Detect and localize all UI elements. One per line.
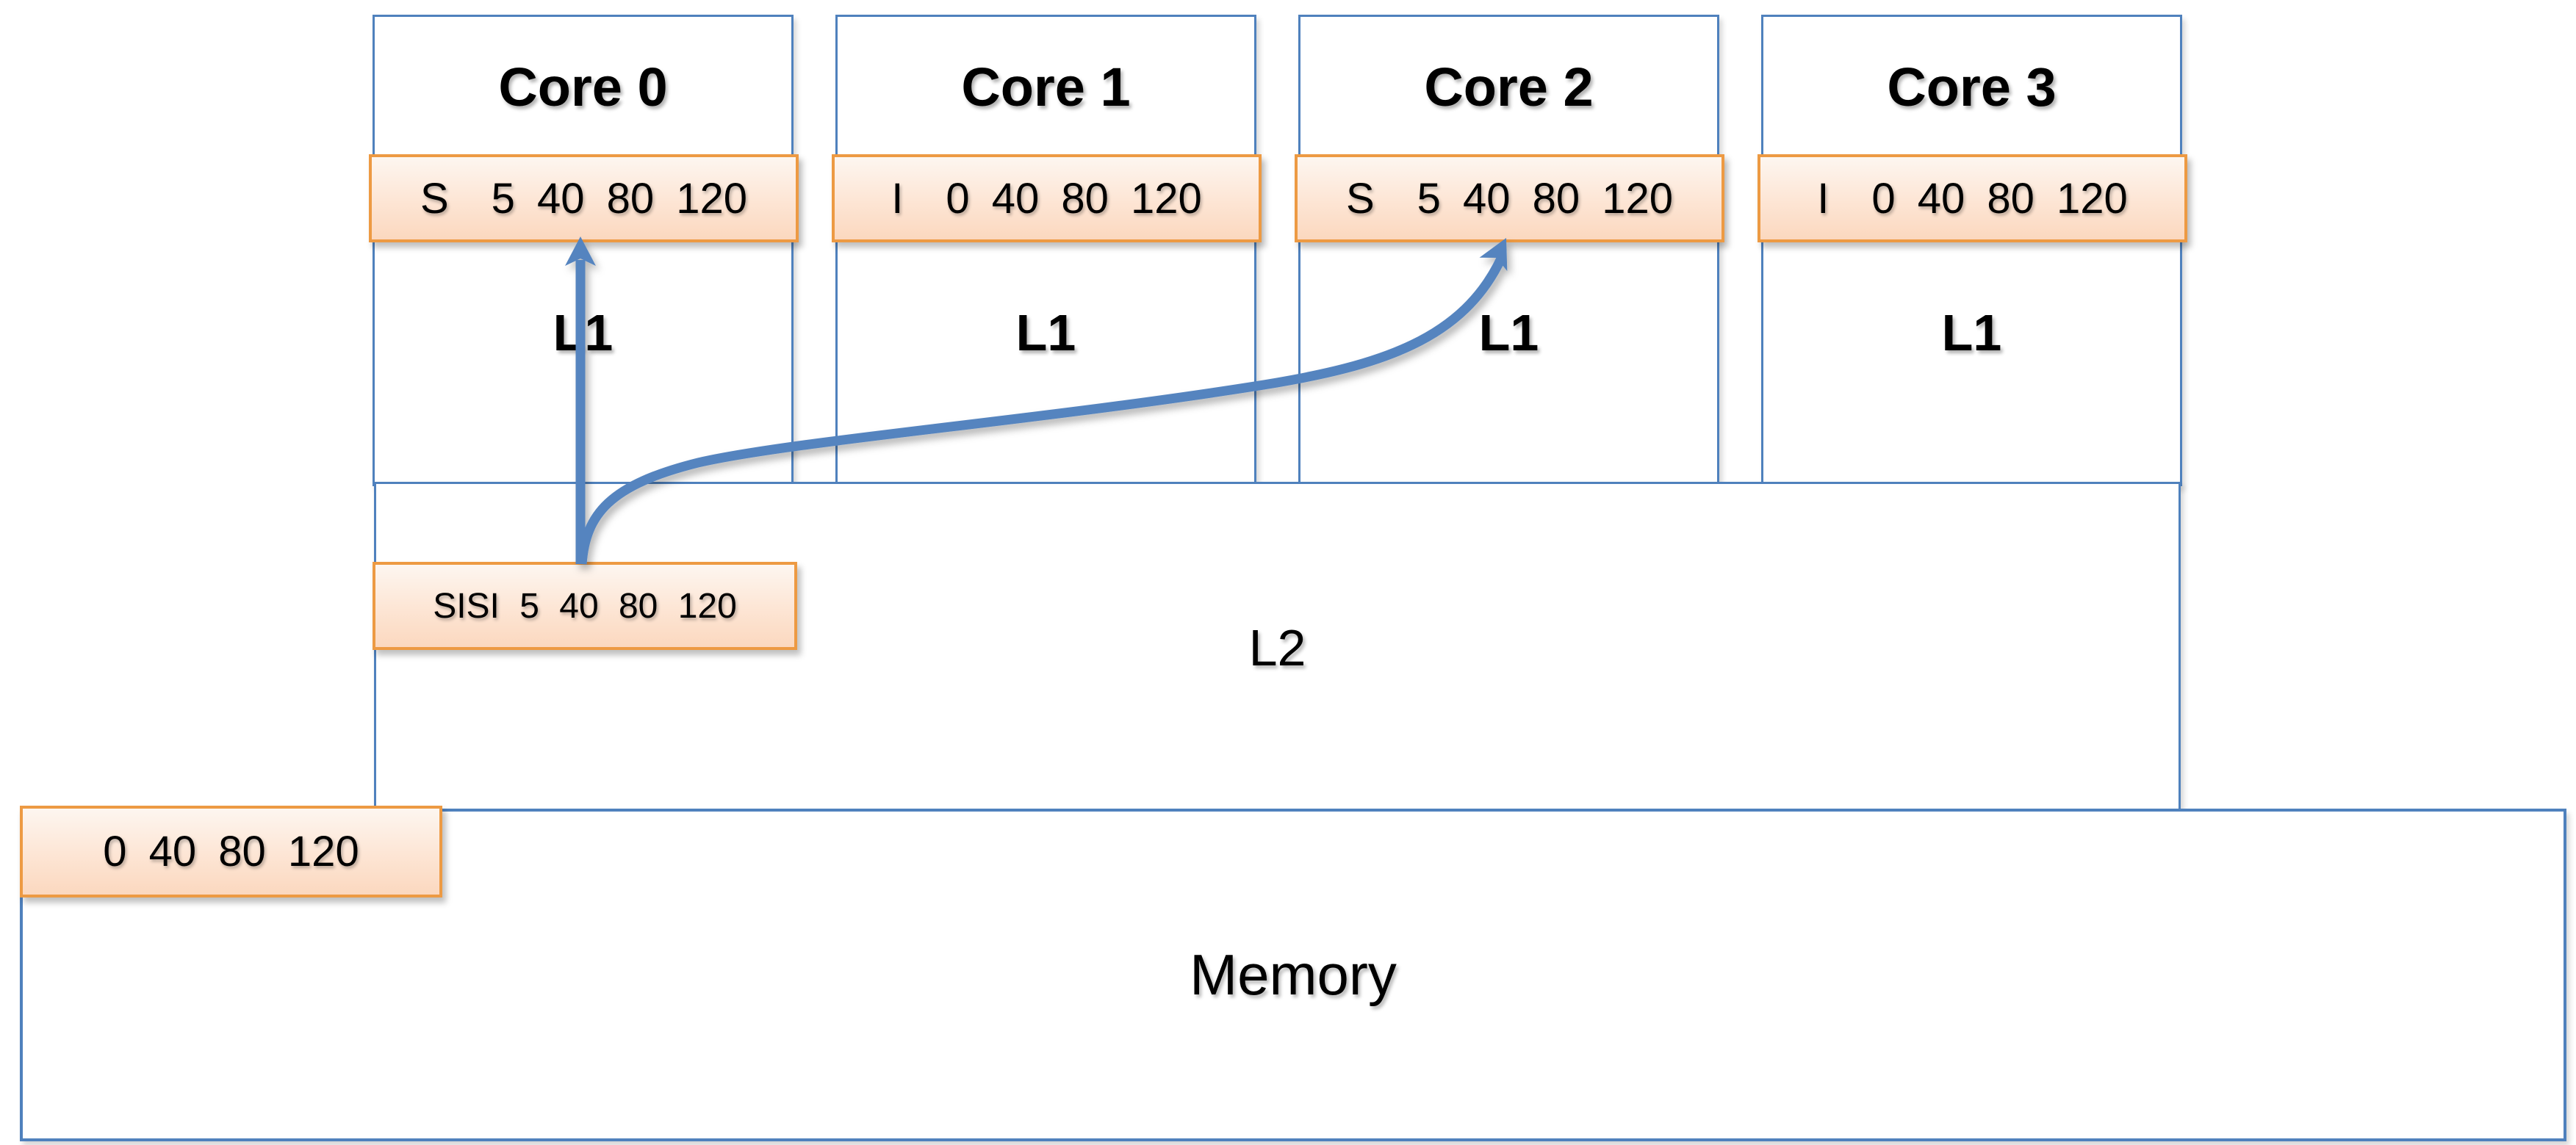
memory-label: Memory bbox=[1190, 942, 1397, 1007]
core-2-title: Core 2 bbox=[1424, 56, 1594, 118]
memory-cache-line: 0 40 80 120 bbox=[20, 806, 442, 897]
core-0-cache-line: S 5 40 80 120 bbox=[369, 154, 799, 242]
cache-state: S bbox=[1345, 174, 1375, 223]
core-3-l1-label: L1 bbox=[1941, 304, 2002, 361]
l2-cache-line-text: SISI 5 40 80 120 bbox=[433, 586, 737, 626]
core-2-l1-label: L1 bbox=[1478, 304, 1539, 361]
memory-cache-line-text: 0 40 80 120 bbox=[103, 828, 359, 875]
core-3-cache-line: I 0 40 80 120 bbox=[1757, 154, 2187, 242]
cache-state: I bbox=[1817, 174, 1830, 223]
core-0-title: Core 0 bbox=[498, 56, 668, 118]
memory-box: Memory bbox=[20, 809, 2566, 1141]
core-2-cache-line: S 5 40 80 120 bbox=[1295, 154, 1724, 242]
core-3-box: Core 3 L1 bbox=[1761, 15, 2182, 486]
cache-values: 0 40 80 120 bbox=[1871, 174, 2128, 223]
l2-cache-line: SISI 5 40 80 120 bbox=[373, 562, 797, 650]
cache-values: 5 40 80 120 bbox=[491, 174, 748, 223]
core-1-l1-label: L1 bbox=[1015, 304, 1076, 361]
core-3-title: Core 3 bbox=[1887, 56, 2057, 118]
l2-label: L2 bbox=[1248, 618, 1306, 676]
cache-state: S bbox=[420, 174, 449, 223]
core-2-box: Core 2 L1 bbox=[1298, 15, 1719, 486]
core-0-l1-label: L1 bbox=[553, 304, 614, 361]
cache-state: I bbox=[891, 174, 904, 223]
core-0-box: Core 0 L1 bbox=[373, 15, 794, 486]
core-1-box: Core 1 L1 bbox=[835, 15, 1256, 486]
core-1-title: Core 1 bbox=[961, 56, 1131, 118]
cache-values: 0 40 80 120 bbox=[946, 174, 1202, 223]
cache-values: 5 40 80 120 bbox=[1417, 174, 1674, 223]
core-1-cache-line: I 0 40 80 120 bbox=[832, 154, 1262, 242]
